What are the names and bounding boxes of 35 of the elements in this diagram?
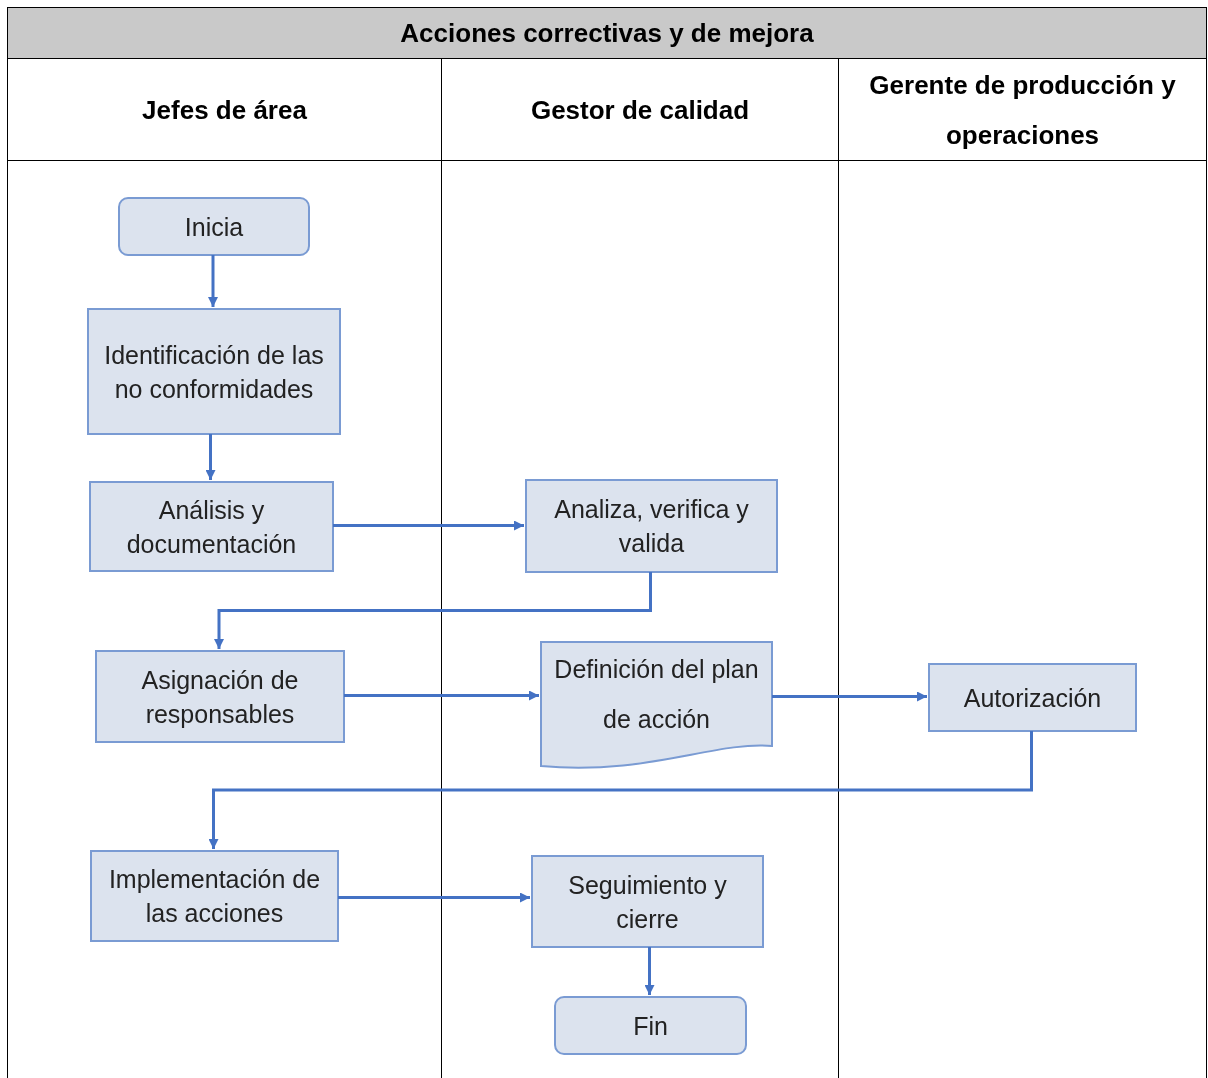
diagram-title: Acciones correctivas y de mejora — [400, 16, 814, 50]
process-box — [525, 479, 778, 573]
arrow — [772, 691, 927, 702]
arrow — [338, 892, 530, 903]
lane-header: Gerente de producción y operaciones — [868, 68, 1177, 152]
arrow — [344, 690, 539, 701]
arrow — [333, 520, 524, 531]
arrow — [208, 731, 1033, 849]
step-label: Identificación de las no conformidades — [103, 339, 325, 405]
process-box — [95, 650, 345, 743]
swimlane — [7, 58, 442, 1078]
process-box — [87, 308, 341, 435]
process-box — [90, 850, 339, 942]
process-box — [531, 855, 764, 948]
step-label: Definición del plan de acción — [553, 654, 760, 735]
step-label: Asignación de responsables — [140, 664, 300, 730]
step-label: Inicia — [184, 211, 244, 243]
arrow — [214, 572, 652, 649]
step-label: Análisis y documentación — [125, 494, 298, 560]
step-label: Implementación de las acciones — [107, 864, 322, 929]
step-label: Fin — [633, 1010, 668, 1042]
process-box — [928, 663, 1137, 732]
step-label: Autorización — [963, 682, 1102, 714]
step-label: Analiza, verifica y valida — [553, 494, 750, 559]
process-box — [89, 481, 334, 572]
document-shape — [540, 641, 773, 771]
arrow — [208, 255, 218, 307]
swimlane — [838, 58, 1207, 1078]
terminal-box — [118, 197, 310, 256]
lane-header: Jefes de área — [142, 93, 307, 127]
step-label: Seguimiento y cierre — [567, 869, 728, 935]
terminal-box — [554, 996, 747, 1055]
arrow — [205, 434, 216, 480]
lane-header: Gestor de calidad — [530, 93, 750, 127]
arrow — [644, 947, 655, 995]
